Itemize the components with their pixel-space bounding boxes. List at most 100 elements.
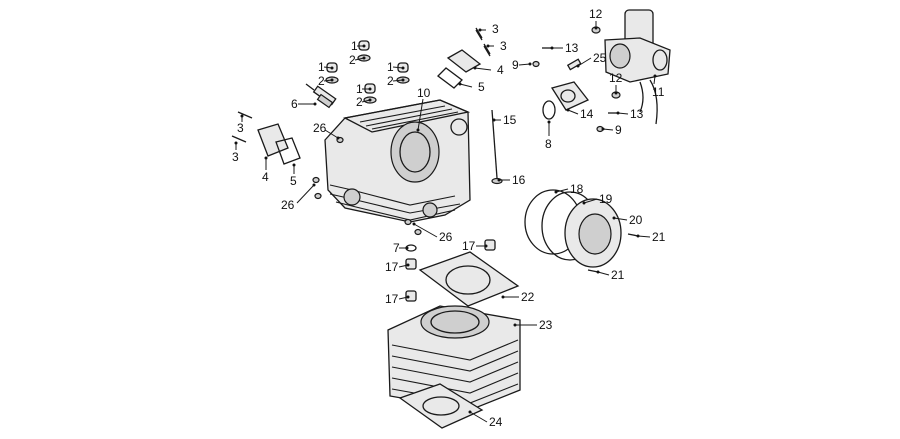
callout-dot-c8	[547, 120, 551, 124]
callout-label-c7: 7	[393, 241, 400, 255]
callout-dot-c1b	[330, 66, 334, 70]
callout-dot-c2a	[362, 56, 366, 60]
dowel-pins	[405, 239, 496, 302]
callout-dot-c3d	[234, 141, 238, 145]
cap-nuts-and-washers	[325, 40, 410, 104]
callout-dot-c22	[501, 295, 505, 299]
callout-label-c3a: 3	[492, 22, 499, 36]
callout-leader-c13b	[617, 112, 629, 115]
spark-plug	[305, 83, 337, 109]
callout-leader-c2a	[354, 57, 365, 61]
callout-leader-c21b	[597, 271, 610, 276]
callout-dot-c16	[497, 178, 501, 182]
callout-label-c2c: 2	[387, 74, 394, 88]
callout-dot-c11	[653, 74, 657, 78]
callout-label-c12a: 12	[589, 7, 603, 21]
callout-label-c16: 16	[512, 173, 526, 187]
callout-dot-c4a	[473, 66, 477, 70]
carburetor	[604, 9, 671, 125]
callout-label-c3c: 3	[237, 121, 244, 135]
callout-dot-c9b	[601, 127, 605, 131]
callout-dot-c18	[554, 190, 558, 194]
callout-label-c26b: 26	[281, 198, 295, 212]
callout-dot-c21b	[596, 270, 600, 274]
callout-dot-c25	[576, 64, 580, 68]
callout-leader-c2c	[392, 79, 404, 82]
callout-label-c9b: 9	[615, 123, 622, 137]
callout-dot-c13a	[550, 46, 554, 50]
head-gasket	[418, 251, 520, 307]
callout-label-c13a: 13	[565, 41, 579, 55]
cylinder-head	[324, 99, 471, 223]
callout-label-c8: 8	[545, 137, 552, 151]
callout-leader-c9b	[602, 128, 614, 131]
callout-label-c3d: 3	[232, 150, 239, 164]
callout-dot-c23	[513, 323, 517, 327]
callout-dot-c12b	[614, 91, 618, 95]
side-cover	[524, 189, 639, 273]
callout-label-c17a: 17	[462, 239, 476, 253]
callout-dot-c14	[566, 108, 570, 112]
callout-dot-c2d	[368, 98, 372, 102]
callout-leader-c26b	[296, 184, 315, 204]
callout-leader-c1c	[392, 66, 404, 69]
callout-label-c26a: 26	[313, 121, 327, 135]
callout-label-c10: 10	[417, 86, 431, 100]
callout-leader-c14	[567, 109, 579, 115]
callout-leader-c17c	[398, 296, 409, 300]
callout-leader-c24	[469, 411, 488, 423]
callout-label-c4b: 4	[262, 170, 269, 184]
callout-label-c15: 15	[503, 113, 517, 127]
callout-label-c1c: 1	[387, 60, 394, 74]
callout-dot-c26c	[412, 222, 416, 226]
callout-dot-c1d	[368, 87, 372, 91]
callout-dot-c13b	[616, 111, 620, 115]
callout-dot-c20	[612, 216, 616, 220]
callout-dot-c6	[313, 102, 317, 106]
callout-leader-c21a	[637, 235, 651, 238]
callout-label-c24: 24	[489, 415, 503, 429]
intake-cover-top	[437, 27, 491, 89]
callout-label-c19: 19	[599, 192, 613, 206]
callout-label-c21b: 21	[611, 268, 625, 282]
callout-dot-c3a	[478, 28, 482, 32]
callout-leader-c5a	[459, 83, 473, 88]
callout-label-c22: 22	[521, 290, 535, 304]
callout-dot-c12a	[594, 26, 598, 30]
callout-dot-c3b	[486, 44, 490, 48]
callout-label-c18: 18	[570, 182, 584, 196]
callout-label-c4a: 4	[497, 63, 504, 77]
callout-dot-c4b	[264, 156, 268, 160]
callout-dot-c26b	[312, 183, 316, 187]
callout-label-c2d: 2	[356, 95, 363, 109]
callout-label-c20: 20	[629, 213, 643, 227]
callout-label-c5a: 5	[478, 80, 485, 94]
cylinder-block	[387, 305, 521, 411]
callout-leader-c18	[555, 188, 569, 193]
callout-label-c14: 14	[580, 107, 594, 121]
callout-label-c1d: 1	[356, 82, 363, 96]
exhaust-cover-left	[231, 111, 301, 165]
callout-leader-c19	[583, 198, 598, 204]
callout-dot-c9a	[528, 62, 532, 66]
callout-label-c6: 6	[291, 97, 298, 111]
callout-dot-c26a	[336, 136, 340, 140]
callout-dot-c15	[492, 118, 496, 122]
callout-label-c21a: 21	[652, 230, 666, 244]
callout-leader-c20	[613, 217, 628, 221]
callout-label-c12b: 12	[609, 71, 623, 85]
callout-dot-c1c	[401, 66, 405, 70]
callout-label-c3b: 3	[500, 39, 507, 53]
callout-leader-c17b	[398, 264, 409, 268]
callout-leader-c26c	[413, 223, 438, 238]
callout-dot-c5a	[458, 82, 462, 86]
callout-label-c11: 11	[652, 85, 665, 99]
callout-label-c26c: 26	[439, 230, 453, 244]
callout-dot-c5b	[292, 163, 296, 167]
callout-label-c23: 23	[539, 318, 553, 332]
callout-label-c2a: 2	[349, 53, 356, 67]
callout-label-c1a: 1	[351, 39, 358, 53]
callout-dot-c17b	[406, 263, 410, 267]
